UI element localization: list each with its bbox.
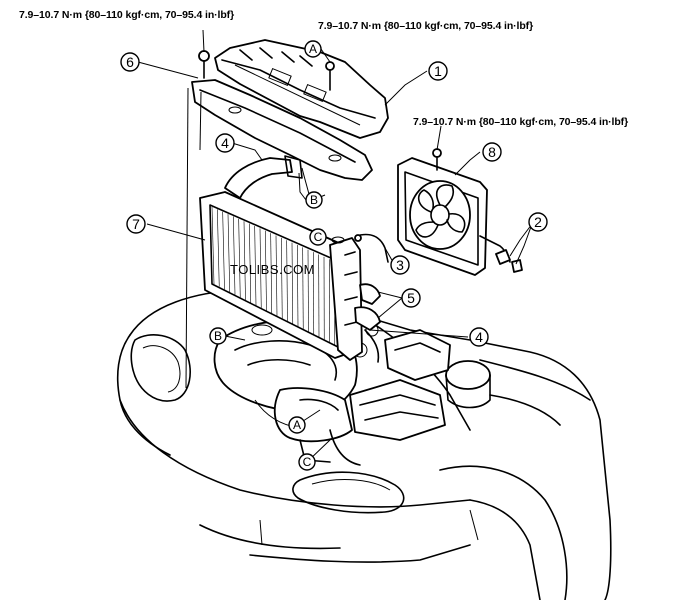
radiator-fin xyxy=(286,240,288,322)
ref-c-bottom-label: C xyxy=(303,455,312,469)
radiator-fin xyxy=(217,209,220,287)
leader-lines xyxy=(137,29,533,463)
ref-c-radiator: C xyxy=(309,228,327,246)
cooling-fan-assembly xyxy=(397,148,511,276)
callout-8-label: 8 xyxy=(488,144,496,160)
radiator-fin xyxy=(233,216,236,295)
ref-b-hose-label: B xyxy=(310,193,318,207)
upper-radiator-hose xyxy=(224,155,311,199)
overflow-hose xyxy=(354,233,389,263)
ref-b-engine: B xyxy=(209,327,227,345)
callout-1-label: 1 xyxy=(434,63,442,79)
torque-spec-top-left: 7.9–10.7 N·m {80–110 kgf·cm, 70–95.4 in·… xyxy=(19,9,235,21)
ref-a-bottom-label: A xyxy=(293,418,301,432)
callout-2-label: 2 xyxy=(534,214,542,230)
mount-guide-line xyxy=(185,87,189,389)
radiator-fin xyxy=(243,221,246,301)
upper-mount-bracket xyxy=(191,50,373,181)
vehicle-body xyxy=(116,289,612,600)
watermark-text: TOLIBS.COM xyxy=(230,262,315,277)
callout-7-label: 7 xyxy=(132,216,140,232)
ref-a-bottom: A xyxy=(288,416,306,434)
radiator-fin xyxy=(275,235,278,317)
radiator-fin xyxy=(222,211,225,290)
ref-b-hose: B xyxy=(305,191,323,209)
callout-5: 5 xyxy=(401,288,421,308)
torque-spec-top-center: 7.9–10.7 N·m {80–110 kgf·cm, 70–95.4 in·… xyxy=(318,20,534,32)
radiator-fin xyxy=(302,247,304,330)
radiator-fin xyxy=(270,233,273,314)
radiator-fin xyxy=(297,244,299,327)
radiator-fin xyxy=(254,225,257,306)
radiator-fin xyxy=(238,218,241,298)
ref-c-bottom: C xyxy=(298,453,316,471)
callout-5-label: 5 xyxy=(407,290,415,306)
radiator-fin xyxy=(211,206,215,285)
callout-6: 6 xyxy=(120,52,140,72)
radiator-fin xyxy=(265,230,267,311)
radiator-fin xyxy=(307,249,309,333)
callout-7: 7 xyxy=(126,214,146,234)
callout-3: 3 xyxy=(390,255,410,275)
ref-a-top-label: A xyxy=(309,42,317,56)
ref-b-engine-label: B xyxy=(214,329,222,343)
mount-guide-line xyxy=(199,91,202,151)
ref-a-top: A xyxy=(304,40,322,58)
callout-6-label: 6 xyxy=(126,54,134,70)
lower-hose-fittings xyxy=(354,283,381,363)
callout-8: 8 xyxy=(482,142,502,162)
torque-spec-right: 7.9–10.7 N·m {80–110 kgf·cm, 70–95.4 in·… xyxy=(413,116,629,128)
radiator-fin xyxy=(249,223,252,303)
callout-1: 1 xyxy=(428,61,448,81)
callout-4-lower-label: 4 xyxy=(475,329,483,345)
radiator-upper-cover xyxy=(214,39,389,139)
callout-4-lower: 4 xyxy=(469,327,489,347)
radiator-fin xyxy=(291,242,294,325)
fan-connector xyxy=(495,249,523,273)
callout-4-hose: 4 xyxy=(215,133,235,153)
callout-2: 2 xyxy=(528,212,548,232)
radiator-fin xyxy=(227,214,231,293)
radiator-fin xyxy=(259,228,262,309)
callout-4-hose-label: 4 xyxy=(221,135,229,151)
callout-3-label: 3 xyxy=(396,257,404,273)
radiator-fin xyxy=(281,237,283,319)
ref-c-radiator-label: C xyxy=(314,230,323,244)
